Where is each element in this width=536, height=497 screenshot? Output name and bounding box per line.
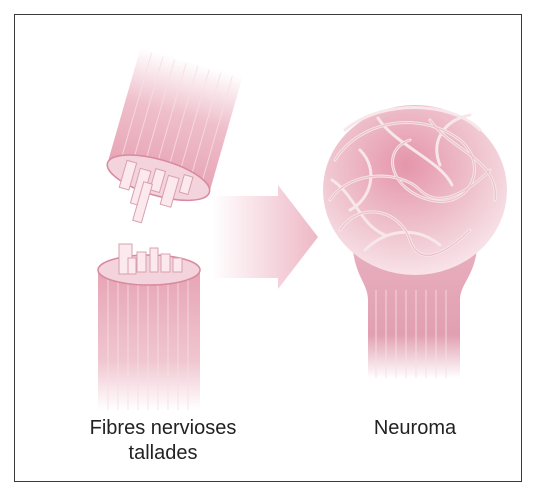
cut-fibers-label-line2: tallades bbox=[58, 441, 268, 466]
lower-nerve-cut-face bbox=[98, 255, 200, 285]
cut-fibers-label-line1: Fibres nervioses bbox=[58, 416, 268, 441]
neuroma bbox=[323, 105, 507, 378]
lower-cut-nerve bbox=[98, 244, 200, 410]
lower-nerve-sheath bbox=[98, 270, 200, 410]
transition-arrow bbox=[212, 185, 318, 289]
lower-protruding-fibers bbox=[119, 244, 182, 274]
cut-fibers-label: Fibres nervioses tallades bbox=[58, 416, 268, 466]
neuroma-label: Neuroma bbox=[340, 416, 490, 441]
